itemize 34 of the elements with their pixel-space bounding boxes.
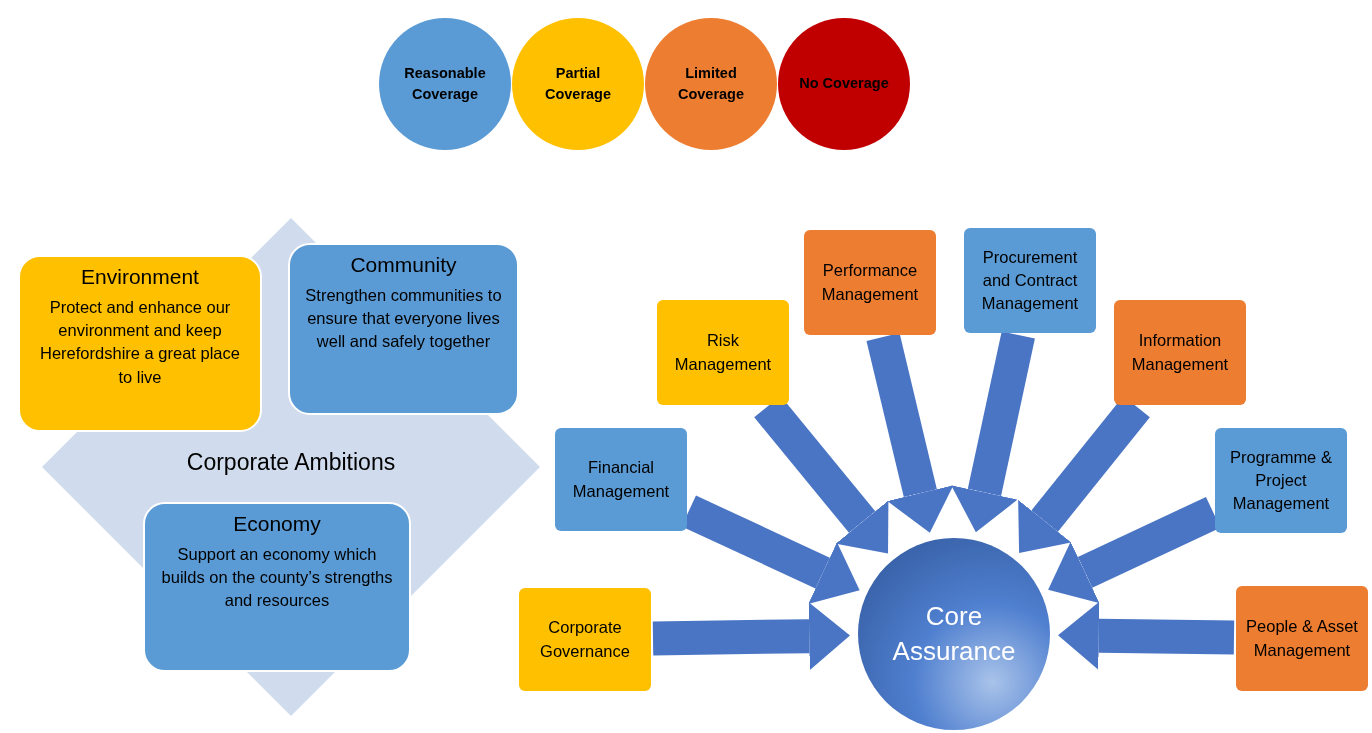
box-label: Corporate Governance — [539, 617, 631, 662]
process-box — [519, 588, 651, 691]
process-box — [1236, 586, 1368, 691]
card-text: Protect and enhance our environment and keep Herefordshire a great place to live — [39, 297, 241, 388]
box-label: Performance Management — [820, 260, 920, 305]
circle-label: Limited Coverage — [676, 64, 746, 104]
process-box — [1215, 428, 1347, 533]
block-arrow — [951, 331, 1035, 533]
card-text: Strengthen communities to ensure that everyone lives well and safely together — [304, 285, 503, 353]
process-box — [804, 230, 936, 335]
ambition-card — [18, 255, 262, 432]
process-box — [1114, 300, 1246, 405]
block-arrow — [1058, 601, 1235, 670]
process-box — [657, 300, 789, 405]
core-label: Core Assurance — [891, 599, 1017, 668]
ambition-card — [288, 243, 519, 415]
block-arrow — [652, 602, 850, 671]
box-label: Programme & Project Management — [1229, 446, 1333, 515]
box-label: Procurement and Contract Management — [980, 246, 1080, 315]
box-label: Financial Management — [571, 457, 671, 502]
process-box — [964, 228, 1096, 333]
process-box — [555, 428, 687, 531]
block-arrow — [866, 333, 954, 533]
diagram-heading: Corporate Ambitions — [186, 448, 396, 476]
circle-label: No Coverage — [798, 74, 890, 94]
box-label: Risk Management — [673, 330, 773, 375]
card-title: Economy — [233, 511, 321, 537]
card-title: Community — [350, 252, 457, 278]
card-title: Environment — [81, 264, 199, 290]
box-label: Information Management — [1130, 330, 1230, 375]
card-text: Support an economy which builds on the county’s strengths and resources — [160, 544, 394, 612]
circle-label: Partial Coverage — [543, 64, 613, 104]
circle-label: Reasonable Coverage — [403, 64, 487, 104]
box-label: People & Asset Management — [1245, 616, 1359, 661]
